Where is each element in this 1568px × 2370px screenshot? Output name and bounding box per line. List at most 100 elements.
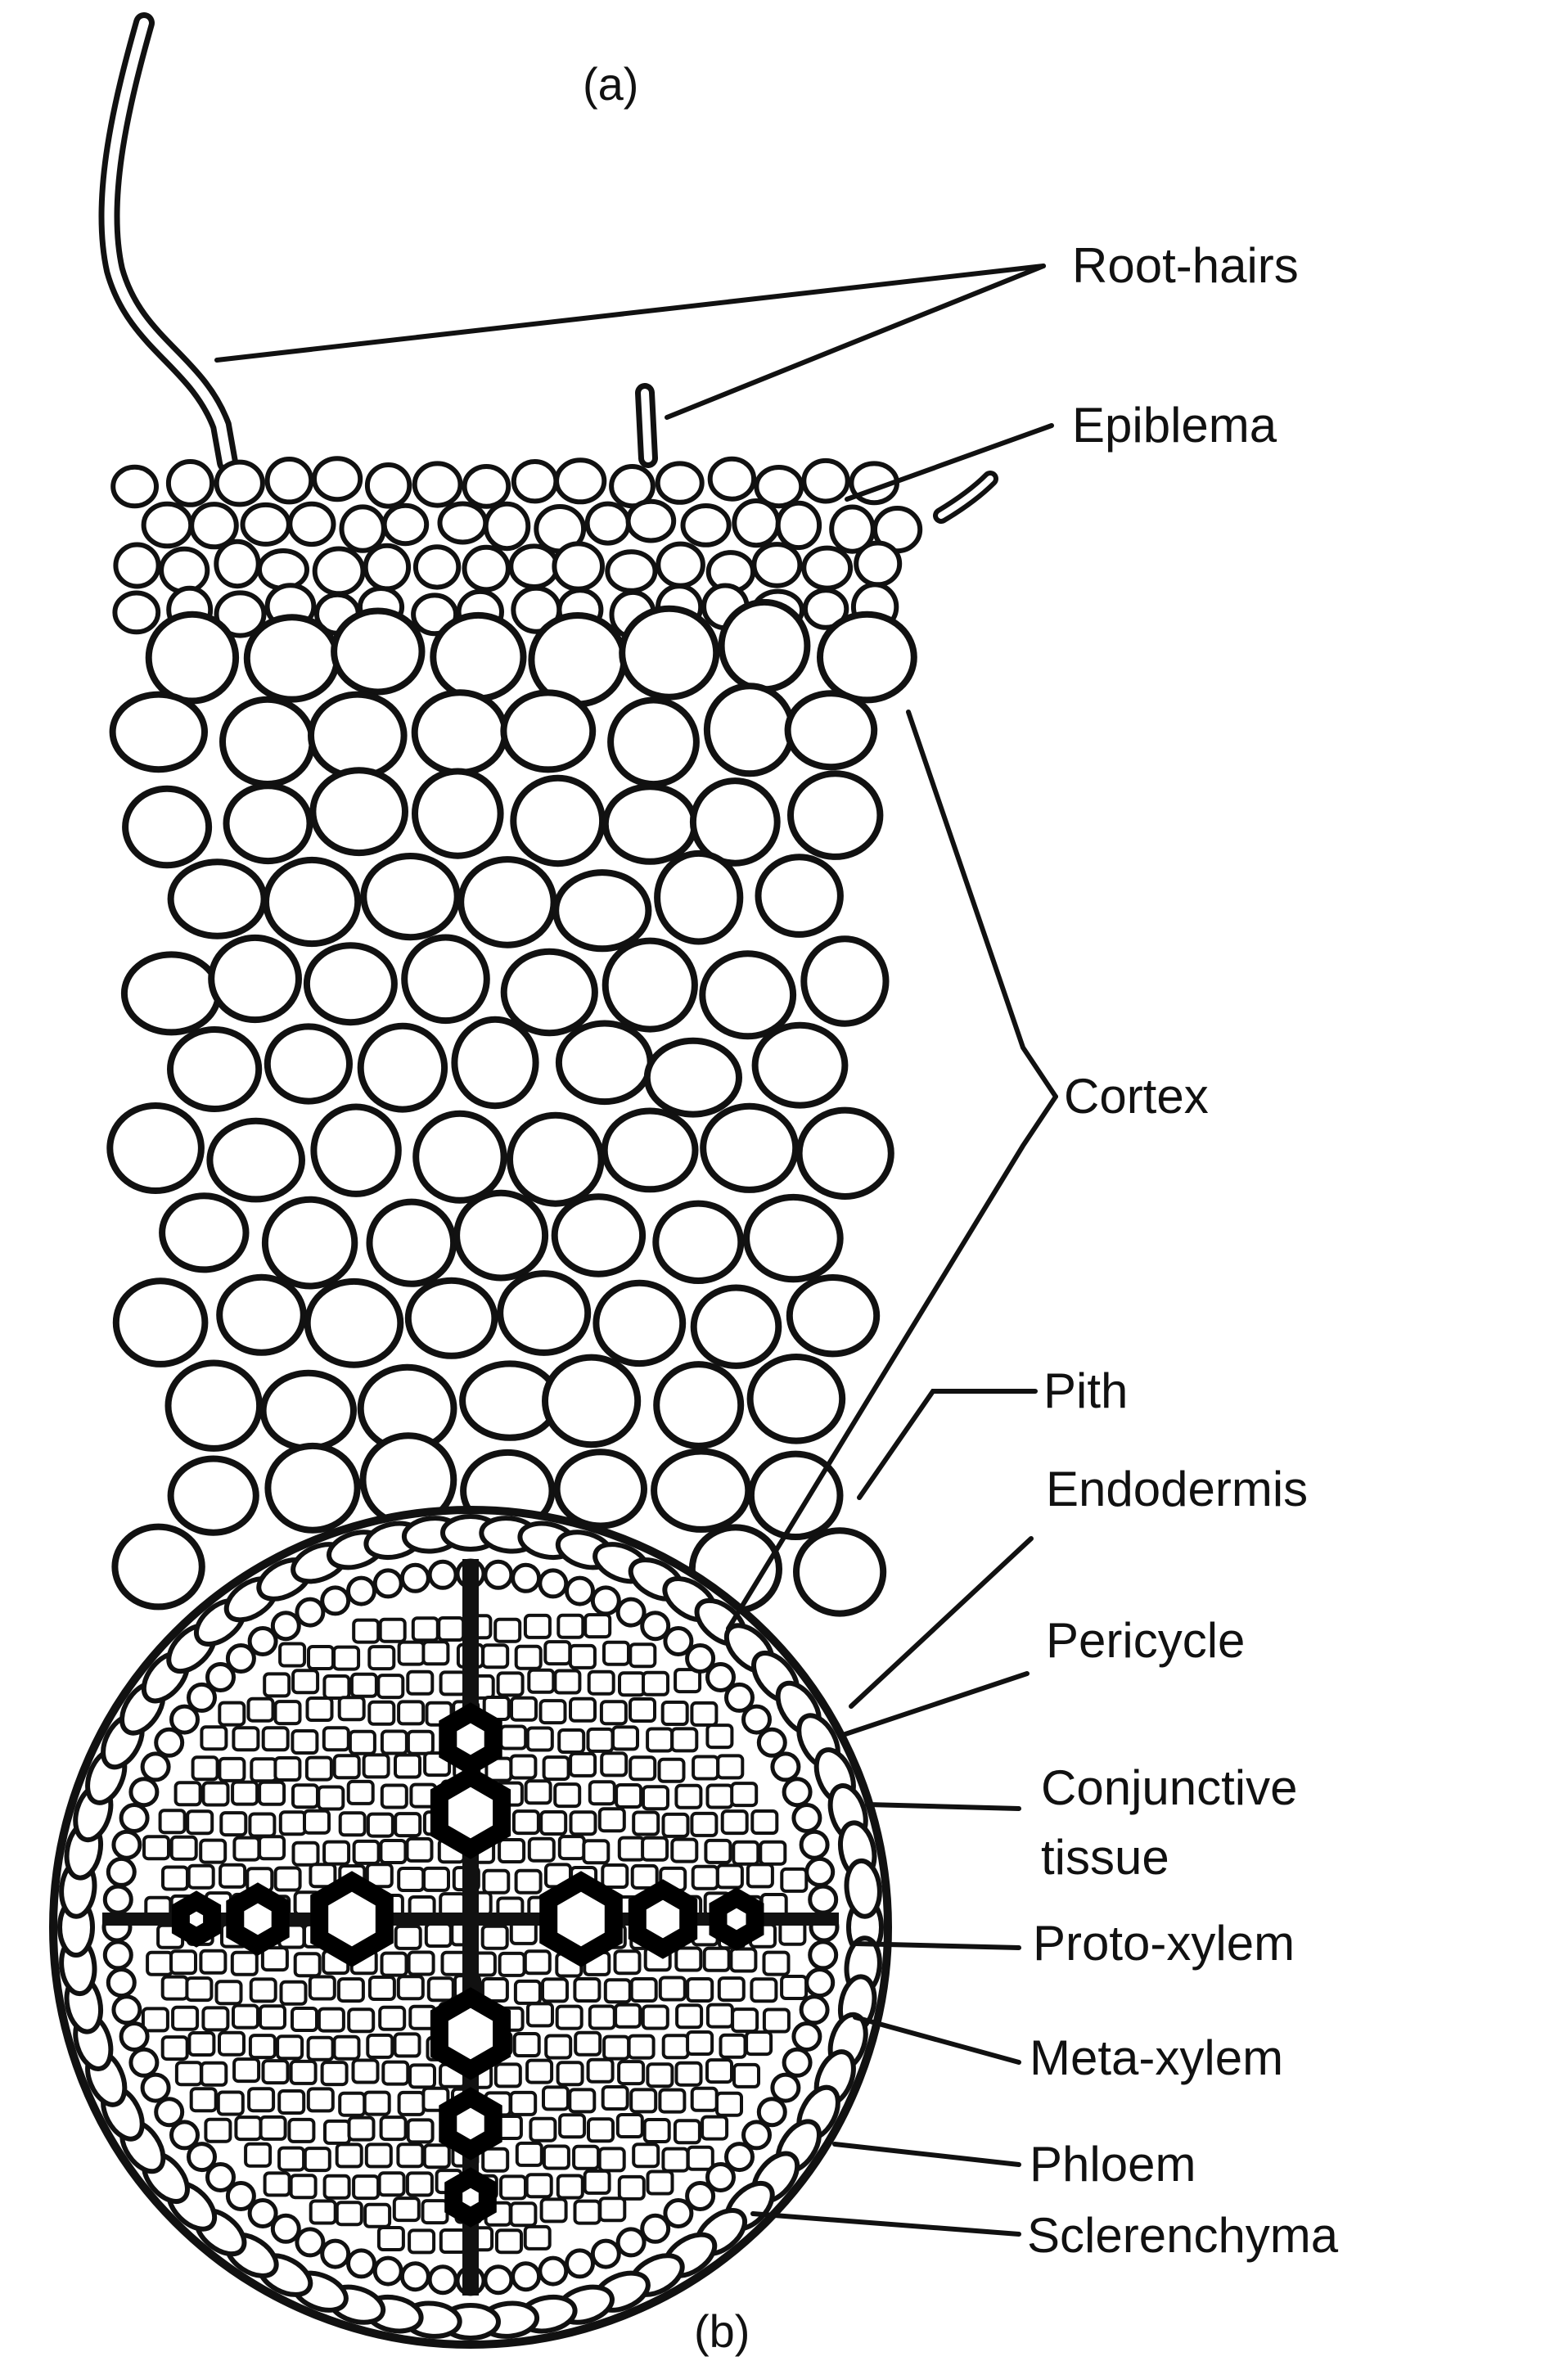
cortex-cell [412,768,504,859]
conjunctive-cell [405,2171,434,2197]
conjunctive-cell [380,1729,408,1755]
cortex-cell [551,1193,647,1277]
conjunctive-cell [204,2117,232,2143]
pericycle-cell [808,1940,839,1971]
conjunctive-cell [574,2030,602,2057]
protoxylem-vessel [171,1890,222,1948]
cortex-cell [605,549,658,593]
conjunctive-cell [674,2061,703,2087]
conjunctive-cell [538,1699,567,1725]
pericycle-cell [741,2120,772,2151]
label-sclerenchyma: Sclerenchyma [1027,2208,1339,2263]
conjunctive-cell [499,2174,527,2201]
pericycle-cell [169,2120,200,2151]
pericycle-cell [799,1829,830,1860]
conjunctive-cell [306,2035,335,2061]
pericycle-cell [154,2097,185,2128]
pericycle-cell [372,1568,403,1599]
conjunctive-cell [573,2199,602,2225]
conjunctive-cell [642,2118,671,2143]
cortex-cell [259,1369,357,1452]
conjunctive-cell [263,2171,291,2197]
conjunctive-cell [690,1701,719,1727]
conjunctive-cell [480,1924,509,1950]
conjunctive-cell [405,1836,434,1863]
conjunctive-cell [660,1701,689,1726]
cortex-cell [801,545,854,591]
cortex-cell [243,614,340,703]
conjunctive-cell [279,1980,308,2006]
pericycle-cell [756,1727,787,1758]
conjunctive-cell [541,1977,569,2003]
pericycle-cell [791,2021,822,2052]
cortex-cell [607,696,700,788]
cortex-cell [690,1284,782,1369]
conjunctive-cell [232,1726,260,1752]
conjunctive-cell [185,1976,214,2003]
conjunctive-cell [598,2197,627,2223]
pericycle-cell [225,2181,256,2211]
conjunctive-cell [260,1946,289,1972]
leader-pith [857,1389,1038,1500]
cortex-cell [700,1102,800,1193]
conjunctive-cell [750,1809,779,1835]
cortex-cell [412,461,463,508]
conjunctive-cell [411,1616,439,1642]
pericycle-cell [511,2261,542,2292]
cortex-cell [165,459,215,507]
conjunctive-cell [219,1863,247,1889]
conjunctive-cell [523,1949,552,1976]
conjunctive-cell [529,2116,557,2142]
cortex-cell [303,942,398,1026]
conjunctive-cell [218,2030,246,2057]
conjunctive-cell [675,2003,704,2030]
conjunctive-cell [277,2089,306,2115]
cortex-cell [308,691,408,780]
conjunctive-cell [258,1780,286,1806]
label-proto-xylem: Proto-xylem [1033,1916,1295,1971]
conjunctive-cell [363,2202,392,2228]
conjunctive-cell [377,2171,406,2197]
conjunctive-cell [304,1755,333,1782]
protoxylem-vessel [439,1702,502,1776]
conjunctive-cell [366,2033,394,2059]
conjunctive-cell [481,1643,510,1669]
conjunctive-cell [287,2117,316,2143]
conjunctive-cell [273,1756,302,1782]
cortex-cell [206,1117,306,1203]
protoxylem-vessel [444,2167,497,2228]
conjunctive-cell [613,1949,642,1976]
leader-sclerenchyma [750,2211,1021,2237]
conjunctive-cell [509,1754,538,1780]
conjunctive-cell [381,2060,410,2086]
conjunctive-cell [602,2034,631,2061]
conjunctive-cell [303,1809,331,1835]
pericycle-cell [705,2162,736,2192]
conjunctive-cell [632,1810,660,1836]
conjunctive-cell [780,1975,809,2000]
conjunctive-cell [380,1783,408,1809]
pericycle-cell [804,1856,836,1887]
conjunctive-cell [553,1669,582,1695]
leader-pericycle [840,1671,1030,1737]
conjunctive-cell [544,2034,573,2060]
cortex-cell [699,950,797,1040]
conjunctive-cell [273,1700,302,1726]
pericycle-cell [615,1597,647,1628]
conjunctive-cell [289,2174,318,2200]
cortex-cell [500,689,597,773]
conjunctive-cell [572,2144,601,2170]
cortex-cell [656,541,705,588]
cortex-cell [746,1354,846,1444]
pericycle-cell [187,2142,217,2173]
conjunctive-cell [720,1809,749,1836]
conjunctive-cell [586,1727,615,1753]
cortex-cell [214,590,267,638]
pericycle-cell [705,1662,736,1692]
pericycle-cell [295,1597,326,1628]
conjunctive-cell [394,1924,422,1950]
cortex-cell [786,1274,881,1358]
pericycle-cell [756,2097,787,2128]
conjunctive-cell [352,1618,381,1644]
